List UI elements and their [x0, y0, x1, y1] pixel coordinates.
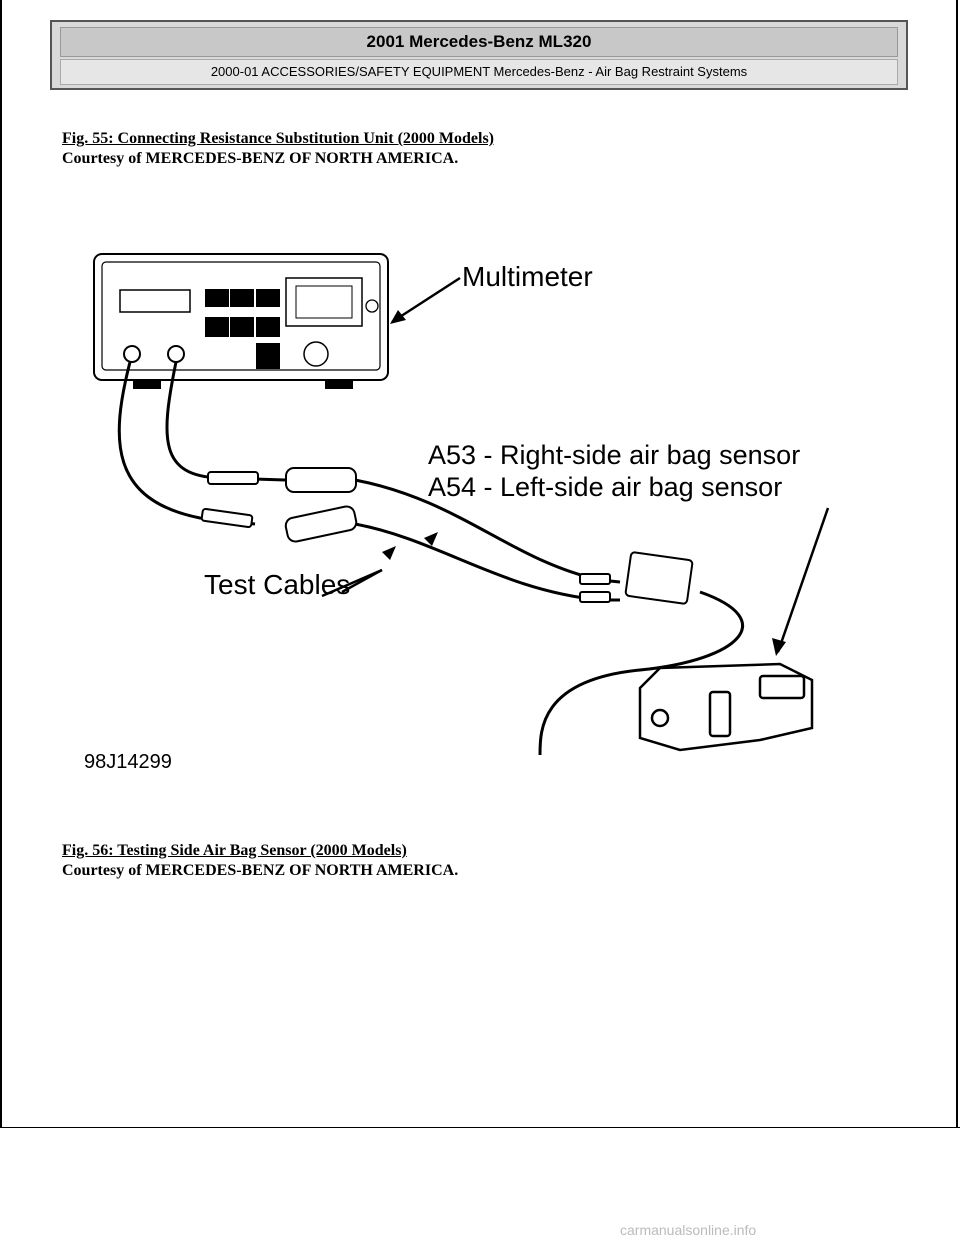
- multimeter-illustration: [93, 253, 389, 389]
- leader-arrows: [321, 276, 830, 653]
- watermark: carmanualsonline.info: [620, 1222, 757, 1238]
- figure-55-courtesy: Courtesy of MERCEDES-BENZ OF NORTH AMERI…: [62, 150, 459, 167]
- figure-56-caption: Fig. 56: Testing Side Air Bag Sensor (20…: [62, 842, 407, 859]
- header-title: 2001 Mercedes-Benz ML320: [60, 27, 898, 57]
- figure-55-caption: Fig. 55: Connecting Resistance Substitut…: [62, 130, 495, 147]
- header-subtitle: 2000-01 ACCESSORIES/SAFETY EQUIPMENT Mer…: [60, 59, 898, 85]
- probe-connectors: [200, 467, 694, 605]
- figure-56-courtesy: Courtesy of MERCEDES-BENZ OF NORTH AMERI…: [62, 862, 459, 879]
- figure-id-label: 98J14299: [84, 751, 172, 773]
- page-header: 2001 Mercedes-Benz ML320 2000-01 ACCESSO…: [50, 20, 908, 90]
- air-bag-sensor-illustration: [638, 662, 814, 752]
- label-a54: A54 - Left-side air bag sensor: [428, 472, 782, 502]
- page-bottom-rule: [0, 1127, 960, 1128]
- label-test-cables: Test Cables: [204, 569, 350, 600]
- arrow-heads: [382, 310, 786, 656]
- label-multimeter: Multimeter: [462, 261, 593, 292]
- page-frame: [0, 0, 958, 1128]
- figure-56-diagram: Multimeter A53 - Right-side air bag sens…: [60, 240, 900, 780]
- label-a53: A53 - Right-side air bag sensor: [428, 440, 800, 470]
